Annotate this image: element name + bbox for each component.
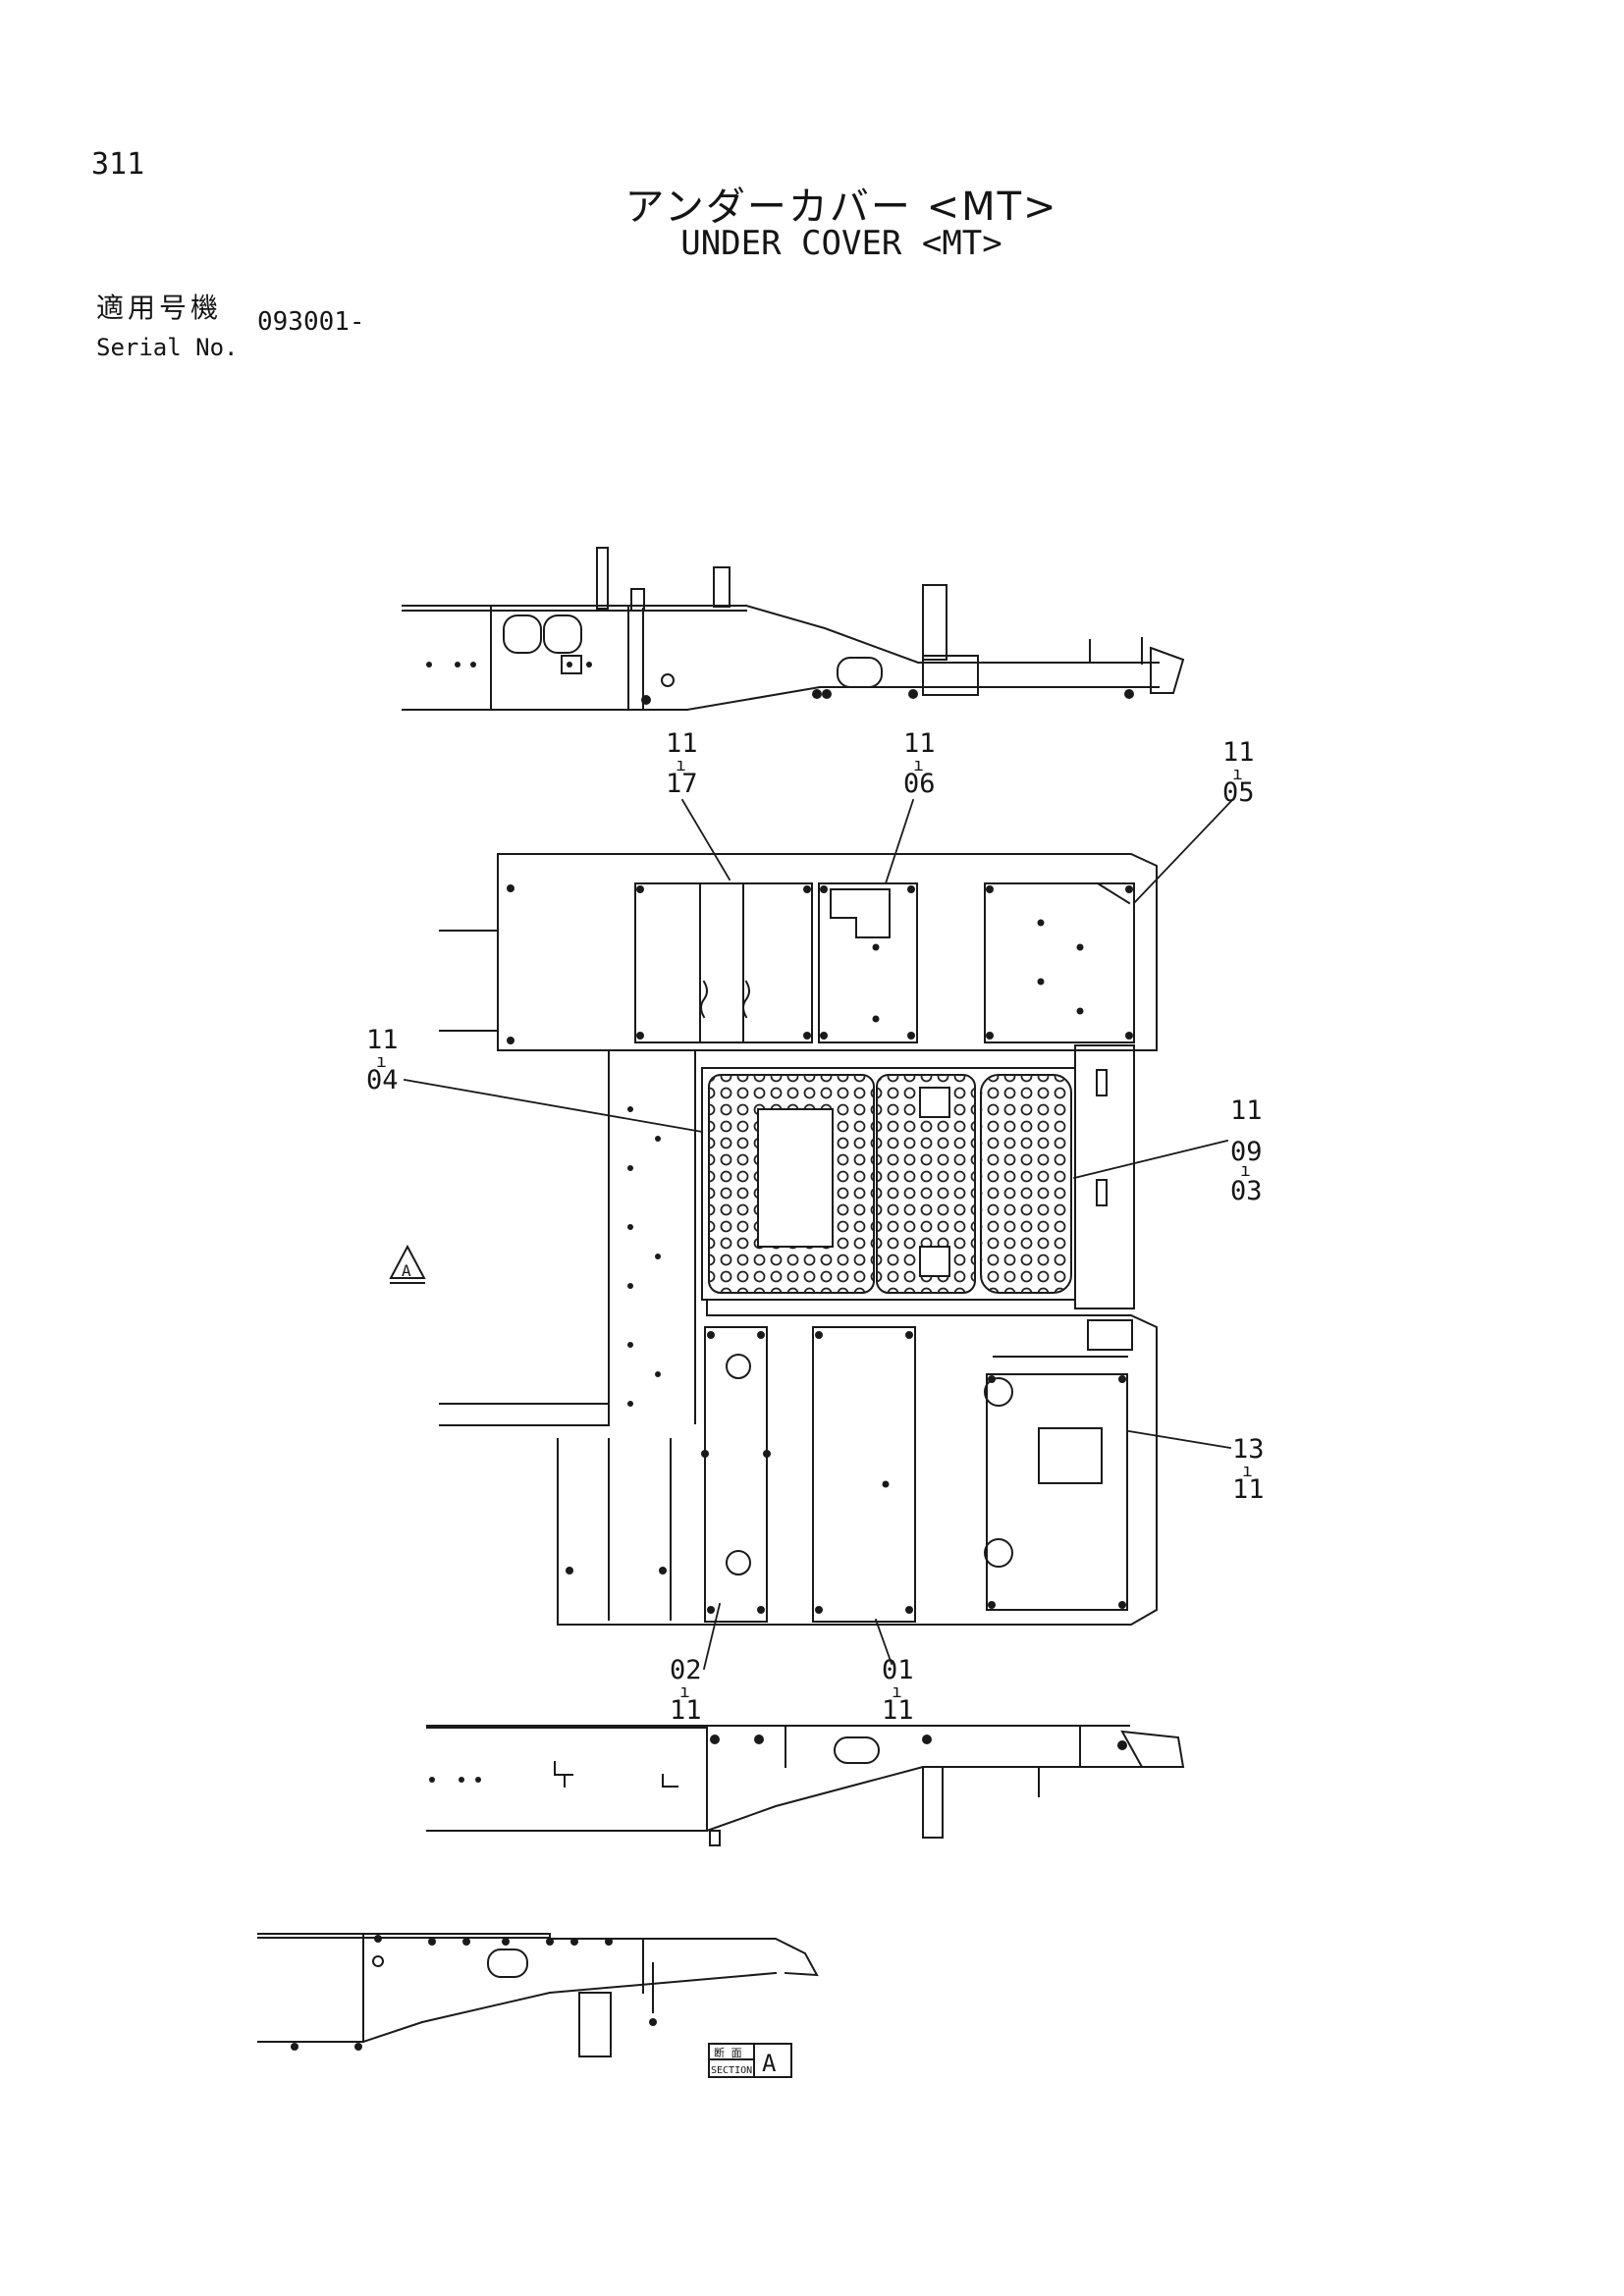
serial-value: 093001- (257, 307, 365, 337)
view-marker-triangle (389, 1244, 426, 1279)
view-marker-letter: A (402, 1261, 411, 1280)
section-a-view (257, 1933, 819, 2057)
callout-110903-top: 11 (1230, 1095, 1263, 1126)
top-side-view (402, 547, 1185, 712)
callout-1106-bottom: 06 (903, 769, 936, 799)
callout-1117-dash: ı (676, 755, 686, 775)
callout-1311-top: 13 (1232, 1434, 1265, 1465)
callout-1104-dash: ı (376, 1051, 387, 1072)
callout-1311-dash: ı (1242, 1461, 1253, 1481)
callout-110903-dash: ı (1240, 1160, 1251, 1181)
callout-1104-bottom: 04 (366, 1065, 399, 1095)
callout-0111-dash: ı (892, 1682, 902, 1702)
page-number: 311 (91, 147, 145, 182)
callout-0211-bottom: 11 (670, 1695, 702, 1726)
serial-label-en: Serial No. (96, 334, 239, 361)
page-title-jp: アンダーカバー <MT> (624, 185, 1058, 230)
callout-110903-middle: 09 (1230, 1137, 1263, 1167)
leader-lines (403, 798, 1234, 1671)
callout-1104-top: 11 (366, 1025, 399, 1055)
callout-1117-top: 11 (666, 728, 698, 759)
serial-label-jp: 適用号機 (96, 292, 223, 324)
page-title-en: UNDER COVER <MT> (680, 224, 1002, 263)
callout-0111-top: 01 (882, 1655, 914, 1685)
callout-1105-dash: ı (1232, 764, 1243, 784)
callout-0111-bottom: 11 (882, 1695, 914, 1726)
callout-1117-bottom: 17 (666, 769, 698, 799)
callout-1311-bottom: 11 (1232, 1474, 1265, 1505)
callouts: 11 ı 17 11 ı 06 11 ı 05 11 ı 04 11 09 ı … (366, 728, 1265, 2077)
callout-110903-bottom: 03 (1230, 1176, 1263, 1206)
section-label-letter: A (762, 2050, 777, 2077)
callout-1106-dash: ı (913, 755, 924, 775)
callout-0211-top: 02 (670, 1655, 702, 1685)
callout-0211-dash: ı (679, 1682, 690, 1702)
plan-view (439, 853, 1158, 1626)
callout-1105-top: 11 (1222, 737, 1255, 768)
lower-side-view (426, 1725, 1185, 1846)
section-label-en: SECTION (711, 2065, 752, 2076)
section-label-jp: 断 面 (714, 2046, 742, 2059)
callout-1105-bottom: 05 (1222, 777, 1255, 808)
callout-1106-top: 11 (903, 728, 936, 759)
